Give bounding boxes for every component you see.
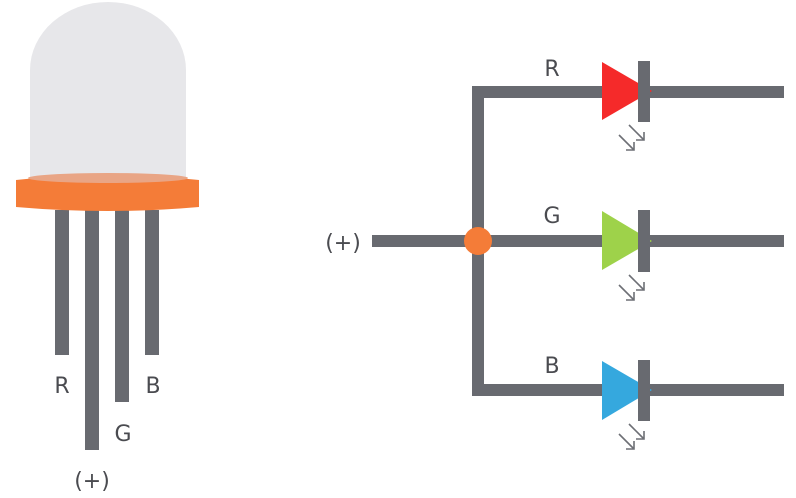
pin-label-b: B	[145, 374, 160, 399]
pin-g	[115, 210, 129, 402]
diode-triangle-green	[602, 211, 652, 270]
light-emission-arrows-icon	[618, 274, 645, 301]
branch-label-b: B	[544, 354, 559, 379]
diode-bar-green	[638, 210, 650, 272]
led-flange-top	[28, 173, 188, 183]
diode-bar-blue	[638, 360, 650, 421]
branch-label-r: R	[544, 57, 559, 82]
led-symbol-blue: B	[544, 354, 652, 450]
pin-label-r: R	[54, 374, 69, 399]
diode-triangle-blue	[602, 361, 652, 420]
diode-triangle-red	[602, 62, 652, 120]
pin-anode	[85, 210, 99, 450]
led-symbol-red: R	[544, 57, 652, 151]
pin-r	[55, 210, 69, 355]
input-label: (+)	[325, 231, 361, 256]
junction-dot	[464, 227, 492, 255]
pin-b	[145, 210, 159, 355]
diode-bar-red	[638, 61, 650, 122]
led-flange	[16, 175, 199, 211]
led-symbol-green: G	[543, 204, 652, 301]
led-package: R (+) G B	[16, 2, 199, 494]
light-emission-arrows-icon	[618, 124, 645, 151]
input-wire	[372, 235, 482, 247]
led-dome	[30, 2, 186, 178]
light-emission-arrows-icon	[618, 423, 645, 450]
branch-label-g: G	[543, 204, 560, 229]
schematic: (+) R G	[325, 57, 784, 450]
pin-label-g: G	[114, 422, 131, 447]
pin-label-anode: (+)	[74, 469, 110, 494]
